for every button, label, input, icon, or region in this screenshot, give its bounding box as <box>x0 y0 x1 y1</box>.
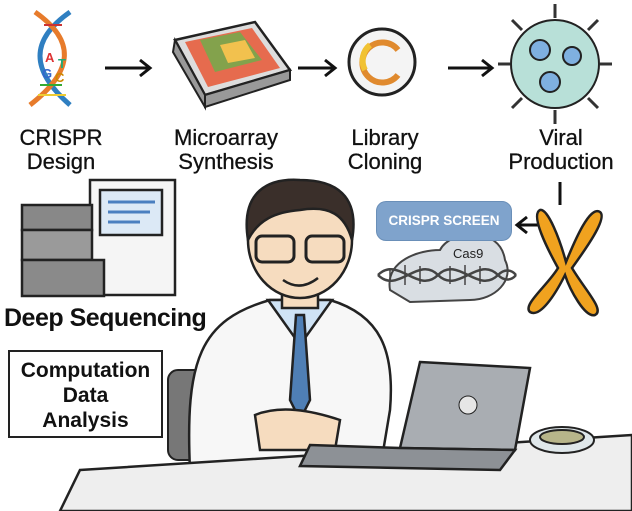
laptop-icon <box>298 360 532 472</box>
cas9-dna-icon <box>377 233 517 304</box>
cas9-label: Cas9 <box>453 246 484 261</box>
crispr-screen-badge: CRISPR SCREEN <box>376 201 512 241</box>
scientist-figure <box>187 178 393 472</box>
chromosome-icon <box>527 208 603 317</box>
dna-letter: A <box>45 50 55 65</box>
plasmid-icon <box>347 27 417 97</box>
label-line: Synthesis <box>178 149 274 174</box>
petri-dish-icon <box>529 426 595 454</box>
step-label-library-cloning: Library Cloning <box>330 125 440 174</box>
label-line: CRISPR <box>19 125 103 150</box>
label-line: Data <box>62 384 109 407</box>
step-label-viral-production: Viral Production <box>490 125 632 174</box>
dna-letter: C <box>55 70 65 85</box>
label-line: Computation <box>20 359 151 382</box>
step-label-crispr-design: CRISPR Design <box>0 125 122 174</box>
label-line: Library <box>351 125 419 150</box>
label-line: Analysis <box>42 409 129 432</box>
sequencer-machine-icon <box>20 178 177 298</box>
dna-letter: G <box>42 66 52 81</box>
dna-helix-icon: A T G C <box>28 9 72 107</box>
label-line: Viral <box>539 125 583 150</box>
virus-icon <box>498 4 612 124</box>
step-label-microarray-synthesis: Microarray Synthesis <box>160 125 292 174</box>
label-line: Microarray <box>174 125 278 150</box>
label-line: Cloning <box>347 149 423 174</box>
microarray-chip-icon <box>171 20 293 111</box>
computation-analysis-box: Computation Data Analysis <box>8 350 163 438</box>
label-line: Design <box>26 149 96 174</box>
deep-sequencing-label: Deep Sequencing <box>4 304 207 332</box>
dna-letter: T <box>58 56 66 71</box>
label-line: Production <box>508 149 614 174</box>
